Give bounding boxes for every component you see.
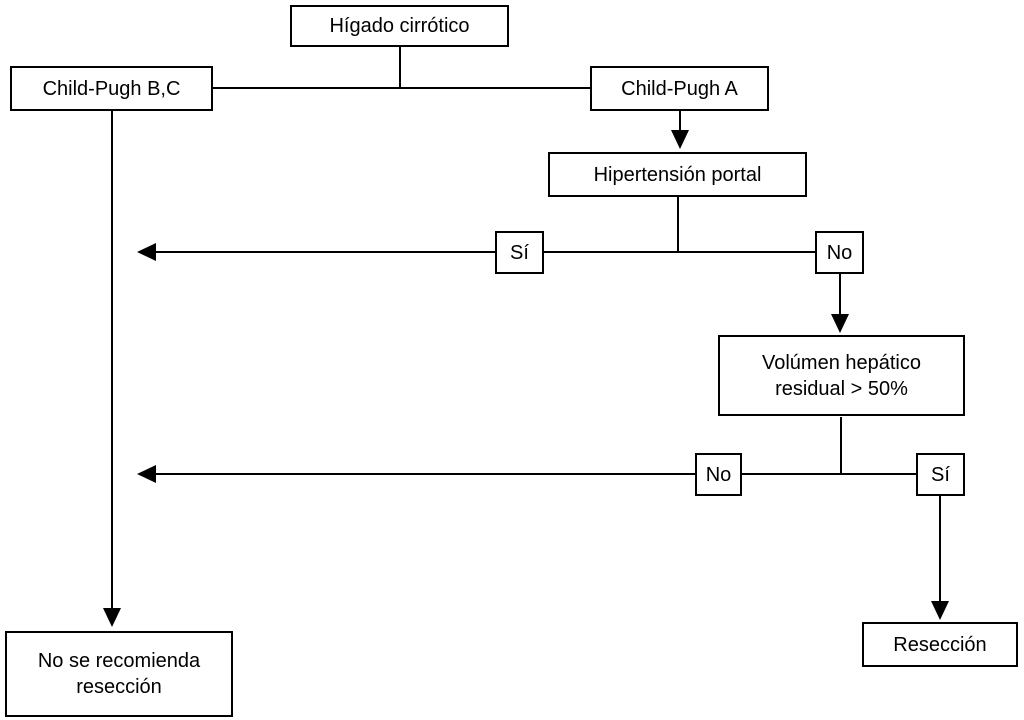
decision-label-row1-no: No bbox=[815, 231, 864, 274]
node-no-se-recomienda-reseccion: No se recomienda resección bbox=[5, 631, 233, 717]
node-child-pugh-a: Child-Pugh A bbox=[590, 66, 769, 111]
node-child-pugh-bc-label: Child-Pugh B,C bbox=[42, 77, 181, 100]
decision-label-row2-no-text: No bbox=[705, 463, 732, 486]
decision-label-row1-si: Sí bbox=[495, 231, 544, 274]
node-hipertension-portal: Hipertensión portal bbox=[548, 152, 807, 197]
node-volumen-hepatico: Volúmen hepático residual > 50% bbox=[718, 335, 965, 416]
node-reseccion: Resección bbox=[862, 622, 1018, 667]
node-child-pugh-a-label: Child-Pugh A bbox=[621, 77, 738, 100]
node-no-se-recomienda-reseccion-label: No se recomienda resección bbox=[37, 650, 201, 698]
decision-label-row2-si-text: Sí bbox=[931, 463, 950, 486]
decision-label-row1-si-text: Sí bbox=[510, 241, 529, 264]
decision-label-row2-no: No bbox=[695, 453, 742, 496]
node-reseccion-label: Resección bbox=[893, 633, 987, 656]
node-child-pugh-bc: Child-Pugh B,C bbox=[10, 66, 213, 111]
decision-label-row2-si: Sí bbox=[916, 453, 965, 496]
decision-label-row1-no-text: No bbox=[826, 241, 853, 264]
node-hipertension-portal-label: Hipertensión portal bbox=[593, 163, 762, 186]
node-higado-cirrotico: Hígado cirrótico bbox=[290, 5, 509, 47]
node-higado-cirrotico-label: Hígado cirrótico bbox=[329, 15, 470, 37]
node-volumen-hepatico-label: Volúmen hepático residual > 50% bbox=[761, 351, 921, 400]
